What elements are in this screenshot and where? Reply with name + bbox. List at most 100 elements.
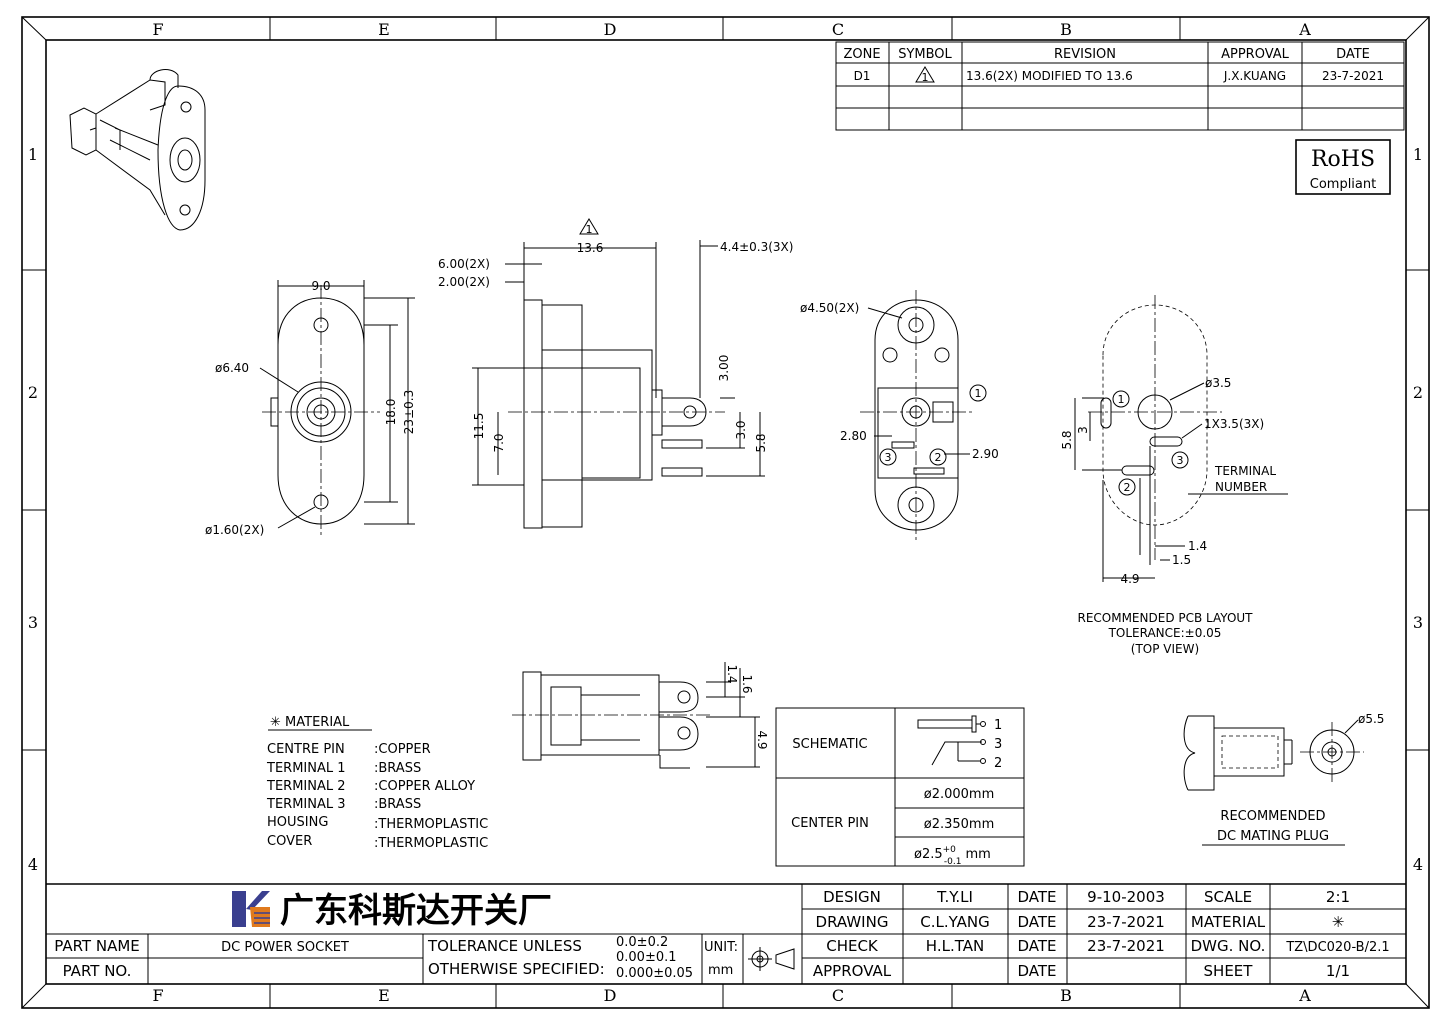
dim-rear-280: 2.80 (840, 429, 867, 443)
col-label-f: F (152, 20, 163, 39)
material-list: ✳ MATERIAL CENTRE PIN :COPPER TERMINAL 1… (266, 715, 488, 851)
center-pin-label: CENTER PIN (791, 816, 869, 831)
dim-front-hole: ø1.60(2X) (205, 523, 264, 537)
sheet-label: SHEET (1204, 962, 1254, 980)
design-date: 9-10-2003 (1087, 888, 1165, 906)
date-label-2: DATE (1017, 913, 1056, 931)
row-label-1-right: 1 (1413, 145, 1423, 164)
tolerance-label-1: TOLERANCE UNLESS (427, 937, 582, 955)
rear-terminal-2: 2 (935, 451, 942, 464)
plug-caption-2: DC MATING PLUG (1217, 829, 1329, 844)
col-label-b-bottom: B (1060, 986, 1072, 1005)
revision-table: ZONE SYMBOL REVISION APPROVAL DATE D1 J.… (835, 41, 1405, 131)
dwg-no-label: DWG. NO. (1191, 937, 1266, 955)
part-name-value: DC POWER SOCKET (221, 940, 349, 955)
date-label-4: DATE (1017, 962, 1056, 980)
pcb-layout: ø3.5 1X3.5(3X) 5.8 3 1 2 3 TERMINAL NUMB… (1060, 295, 1288, 656)
rohs-subtitle: Compliant (1310, 177, 1376, 192)
pcb-terminal-1: 1 (1118, 393, 1125, 406)
check-value: H.L.TAN (926, 937, 984, 955)
rev-approval: J.X.KUANG (1223, 69, 1286, 83)
row-label-4: 4 (28, 855, 38, 874)
col-label-a-bottom: A (1298, 986, 1311, 1005)
material-part-3: TERMINAL 2 (266, 779, 346, 794)
date-label-3: DATE (1017, 937, 1056, 955)
rohs-title: RoHS (1311, 147, 1375, 172)
rear-terminal-3: 3 (885, 451, 892, 464)
front-view: 9.0 18.0 23±0.3 ø6.40 ø1.60(2X) (205, 279, 416, 538)
plug-diameter: ø5.5 (1358, 712, 1384, 726)
pcb-caption-1: RECOMMENDED PCB LAYOUT (1077, 611, 1253, 625)
sheet-value: 1/1 (1326, 962, 1350, 980)
title-block: 广东科斯达开关厂 PART NAME DC POWER SOCKET PART … (46, 883, 1406, 984)
rev-header-zone: ZONE (843, 47, 880, 62)
material-part-5: HOUSING (267, 815, 328, 830)
dim-pcb-d35: ø3.5 (1205, 376, 1231, 390)
col-label-a: A (1298, 20, 1311, 39)
row-label-4-right: 4 (1413, 855, 1423, 874)
svg-text:1: 1 (586, 223, 593, 236)
schematic-table: SCHEMATIC CENTER PIN 1 3 2 ø2.000mm ø2.3… (775, 707, 1025, 867)
dim-side-top: 13.6 (577, 241, 604, 255)
dim-bottom-d16: 1.6 (740, 674, 754, 693)
design-label: DESIGN (823, 888, 881, 906)
dim-side-h11: 11.5 (472, 413, 486, 440)
tolerance-label-2: OTHERWISE SPECIFIED: (428, 960, 605, 978)
company-logo (230, 890, 270, 928)
col-label-d-bottom: D (604, 986, 617, 1005)
dwg-no-value: TZ\DC020-B/2.1 (1285, 940, 1389, 955)
dim-rear-hole: ø4.50(2X) (800, 301, 859, 315)
col-label-c: C (832, 20, 844, 39)
material-part-1: CENTRE PIN (267, 742, 345, 757)
date-label-1: DATE (1017, 888, 1056, 906)
dim-side-h3: 3.00 (717, 355, 731, 382)
dim-front-center-dia: ø6.40 (215, 361, 249, 375)
row-label-3: 3 (28, 613, 38, 632)
drawing-label: DRAWING (816, 913, 889, 931)
svg-text:1: 1 (922, 71, 929, 84)
dim-pcb-v58: 5.8 (1060, 430, 1074, 449)
material-value-5: :THERMOPLASTIC (374, 817, 488, 832)
material-title: ✳ MATERIAL (270, 715, 350, 730)
schematic-pin-3: 3 (994, 737, 1002, 752)
rohs-badge: RoHS Compliant (1295, 139, 1391, 195)
material-value: ✳ (1332, 913, 1345, 931)
dim-side-t1: 6.00(2X) (438, 257, 490, 271)
dim-front-length: 18.0 (384, 399, 398, 426)
rev-header-date: DATE (1336, 47, 1370, 62)
isometric-view (69, 69, 206, 231)
col-label-e-bottom: E (378, 986, 390, 1005)
approval-label: APPROVAL (813, 962, 892, 980)
revision-triangle-icon: 1 (915, 66, 935, 84)
material-part-2: TERMINAL 1 (266, 761, 346, 776)
dim-pcb-d15: 1.5 (1172, 553, 1191, 567)
side-view: 13.6 1 6.00(2X) 2.00(2X) 4.4±0.3(3X) 3.0… (438, 218, 793, 529)
material-value-3: :COPPER ALLOY (374, 779, 475, 794)
part-name-label: PART NAME (54, 937, 140, 955)
pcb-terminal-label: TERMINAL (1214, 464, 1276, 478)
schematic-pin-2: 2 (994, 756, 1002, 771)
col-label-c-bottom: C (832, 986, 844, 1005)
dim-side-t2: 2.00(2X) (438, 275, 490, 289)
pcb-caption-3: (TOP VIEW) (1131, 642, 1199, 656)
col-label-f-bottom: F (152, 986, 163, 1005)
row-label-3-right: 3 (1413, 613, 1423, 632)
rear-view: ø4.50(2X) 2.80 2.90 1 2 3 (800, 290, 999, 540)
design-value: T.Y.LI (936, 888, 973, 906)
col-label-d: D (604, 20, 617, 39)
col-label-e: E (378, 20, 390, 39)
dim-side-h7: 7.0 (492, 433, 506, 452)
drawing-date: 23-7-2021 (1087, 913, 1165, 931)
schematic-label: SCHEMATIC (792, 737, 867, 752)
unit-label: UNIT: (704, 940, 738, 955)
material-part-4: TERMINAL 3 (266, 797, 346, 812)
rev-date: 23-7-2021 (1322, 69, 1384, 83)
material-value-6: :THERMOPLASTIC (374, 836, 488, 851)
scale-value: 2:1 (1326, 888, 1350, 906)
dim-side-v58: 5.8 (754, 433, 768, 452)
bottom-view: 1.4 1.6 4.9 (512, 662, 769, 769)
schematic-pin-1: 1 (994, 718, 1002, 733)
material-part-6: COVER (267, 834, 312, 849)
dim-pcb-slot: 1X3.5(3X) (1204, 417, 1264, 431)
